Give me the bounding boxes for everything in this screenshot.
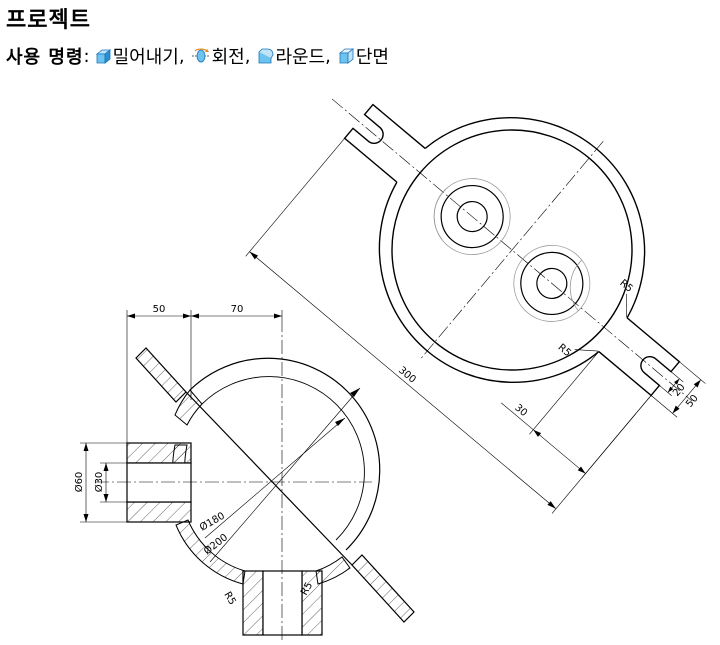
- left-boss-bottom-hatch: [126, 501, 192, 523]
- section-view: 50 70 Ø60 Ø30 Ø180 Ø200: [73, 304, 415, 640]
- dim-text-w70: 70: [231, 304, 244, 315]
- left-boss-top-hatch: [126, 442, 192, 464]
- center-line: [331, 98, 693, 402]
- dimension-50-70: 50 70: [126, 304, 283, 443]
- command-extrude: 밀어내기,: [90, 43, 187, 69]
- command-section-label: 단면: [355, 47, 389, 68]
- bottom-boss-bore: [262, 570, 303, 636]
- dim-text-d200: Ø200: [201, 531, 230, 557]
- section-wall-hatch: [174, 389, 203, 426]
- dim-text-r5-a: R5: [617, 278, 634, 295]
- boss-right: [513, 245, 591, 322]
- ear-left: [343, 103, 426, 183]
- dim-text-d30: Ø30: [93, 472, 105, 493]
- dimension-diameter-60-30: Ø60 Ø30: [73, 442, 127, 523]
- dimension-r5: R5 R5: [556, 278, 635, 359]
- body-outer: [378, 117, 646, 383]
- command-separator: ,: [244, 45, 251, 67]
- section-wall-hatch: [315, 556, 351, 585]
- used-commands-colon: :: [83, 45, 90, 67]
- command-fillet-label: 라운드: [275, 47, 326, 68]
- sphere-inner-outline: [201, 376, 365, 541]
- dim-text-20: 20: [671, 382, 688, 399]
- dim-text-30: 30: [512, 402, 529, 419]
- ear-right: [598, 317, 681, 397]
- revolve-icon: [191, 48, 210, 63]
- center-line: [420, 141, 604, 359]
- section-plane-line: [185, 391, 353, 566]
- used-commands-label: 사용 명령: [6, 47, 84, 68]
- sphere-outer-outline: [189, 357, 381, 551]
- ear-lower-right: [351, 554, 415, 623]
- dim-text-300: 300: [396, 365, 418, 386]
- ear-upper-left: [135, 347, 187, 403]
- section-icon: [338, 48, 354, 64]
- command-section: 단면: [333, 43, 389, 69]
- dim-text-d180: Ø180: [198, 510, 227, 534]
- bottom-boss-left-hatch: [242, 570, 264, 636]
- used-commands-line: 사용 명령: 밀어내기, 회전, 라운드, 단면: [6, 43, 389, 69]
- command-revolve: 회전,: [187, 43, 253, 69]
- left-boss-bore: [126, 462, 192, 503]
- dim-text-50: 50: [684, 393, 701, 410]
- command-fillet: 라운드,: [252, 43, 332, 69]
- dim-text-w50: 50: [153, 304, 166, 315]
- command-separator: ,: [325, 45, 331, 67]
- top-view: 300 50 20 30: [245, 98, 706, 514]
- dimension-300: 300: [245, 138, 652, 514]
- extrude-icon: [95, 49, 111, 64]
- dim-text-section-r5-a: R5: [221, 590, 237, 607]
- dimension-diameter-180-200: Ø180 Ø200: [198, 387, 361, 563]
- dimension-30: 30: [501, 351, 652, 479]
- body-inner: [391, 129, 633, 371]
- dim-text-r5-b: R5: [556, 342, 573, 359]
- command-revolve-label: 회전: [211, 47, 245, 68]
- fillet-icon: [259, 48, 274, 64]
- dim-text-d60: Ø60: [73, 472, 85, 493]
- page-title: 프로젝트: [6, 8, 91, 33]
- boss-left: [433, 178, 511, 255]
- command-separator: ,: [178, 45, 185, 67]
- command-extrude-label: 밀어내기: [112, 47, 179, 68]
